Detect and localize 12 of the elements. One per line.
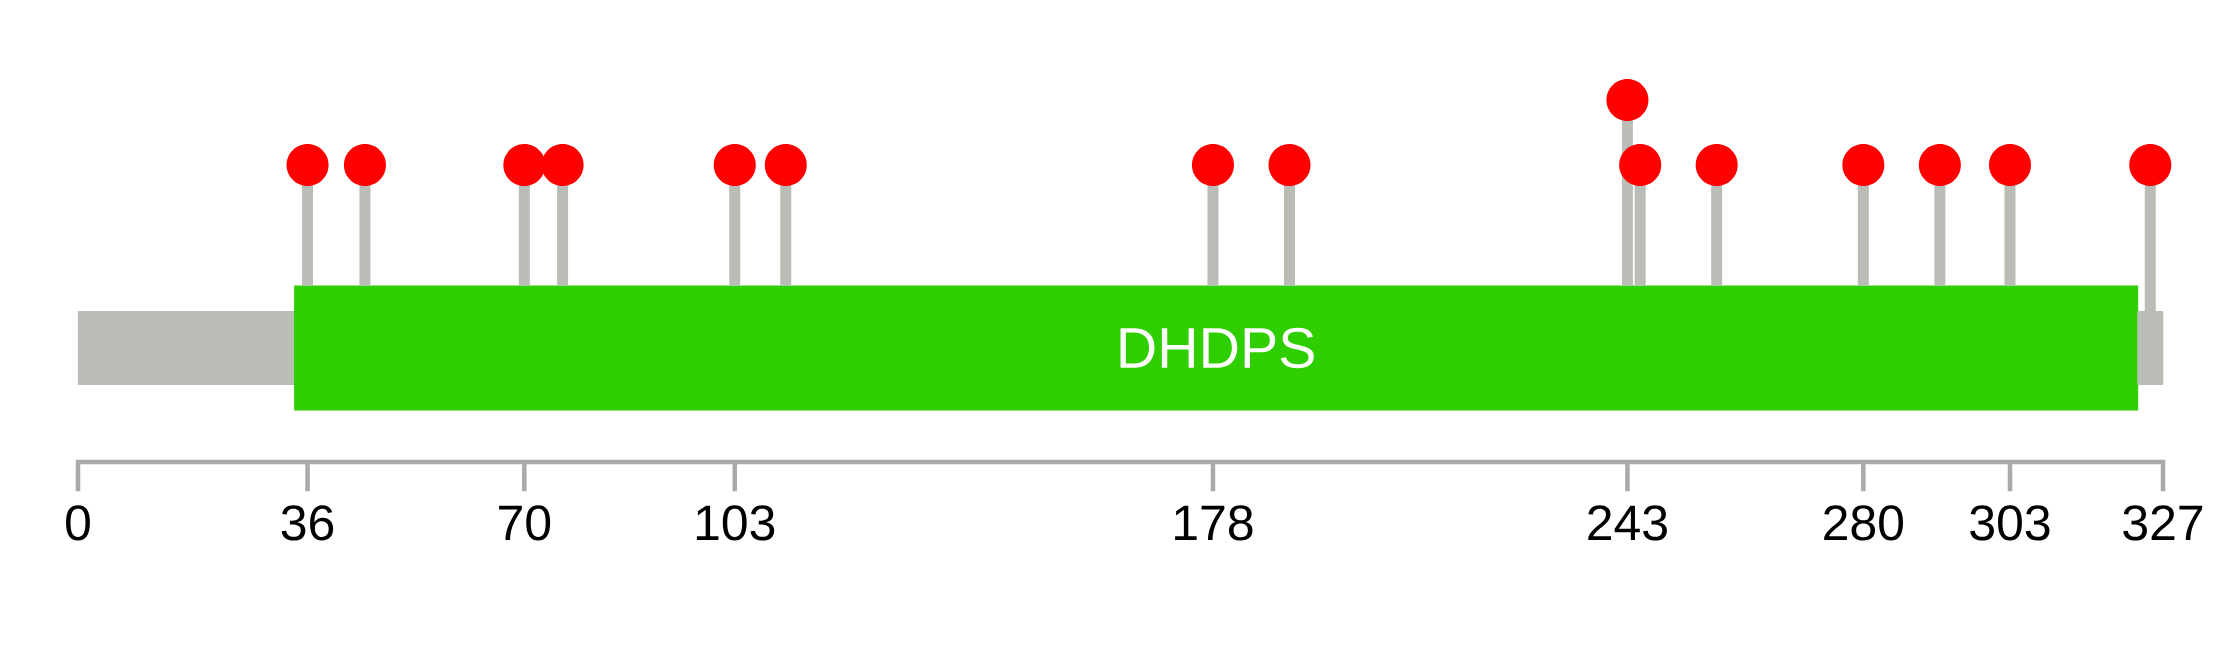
protein-bar xyxy=(77,311,295,385)
tick-label: 36 xyxy=(281,505,334,541)
tick-label: 243 xyxy=(1588,505,1667,541)
domain-box: DHDPS xyxy=(294,285,2139,411)
tick-label: 280 xyxy=(1824,505,1903,541)
protein-bar xyxy=(2137,311,2164,385)
tick-label: 70 xyxy=(499,505,551,541)
tick-label: 103 xyxy=(696,505,775,541)
tick-label: 303 xyxy=(1970,505,2050,541)
tick-label: 327 xyxy=(2123,505,2203,541)
tick-label: 178 xyxy=(1175,505,1253,541)
tick-label: 0 xyxy=(66,505,90,541)
